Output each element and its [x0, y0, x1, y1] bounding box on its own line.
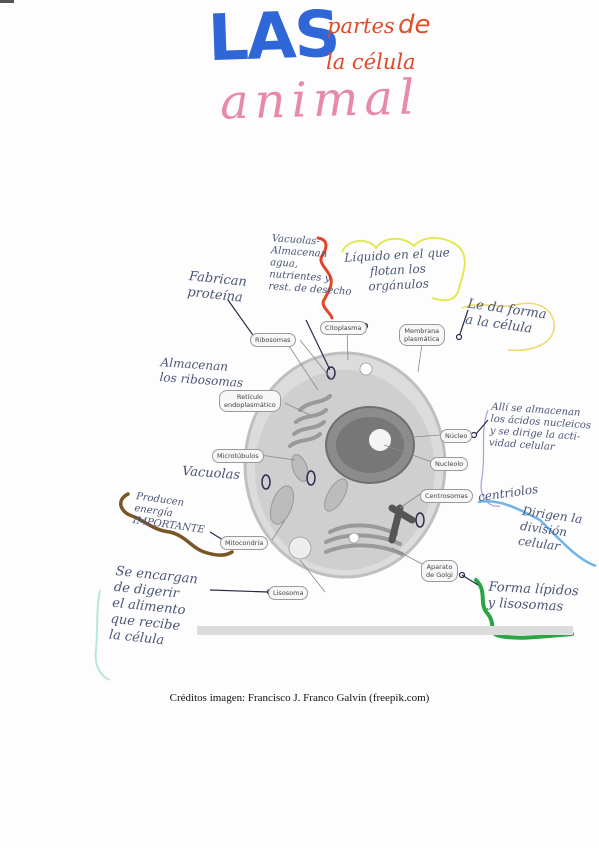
- image-credits: Créditos imagen: Francisco J. Franco Gal…: [169, 692, 430, 704]
- mitochondrion-3: [291, 454, 309, 482]
- mitochondrion-1: [269, 485, 295, 525]
- vacuole-oval-right: [415, 512, 425, 528]
- note-liquido: Líquido en el que flotan los orgánulos: [343, 245, 451, 294]
- vacuola-red-scribble: [316, 236, 334, 320]
- title-de: de: [398, 10, 431, 40]
- label-reticulo: Retículo endoplasmático: [219, 390, 281, 412]
- leader-lines: [259, 328, 441, 593]
- note-nucleo: Allí se almacenan los ácidos nucleicos y…: [488, 401, 592, 454]
- label-ribosomas: Ribosomas: [250, 333, 296, 347]
- note-se-encargan: Se encargan de digerir el alimento que r…: [108, 563, 199, 649]
- label-membrana: Membrana plasmática: [399, 324, 445, 346]
- vacuole-oval-left: [261, 474, 271, 490]
- lisosoma-aqua-scribble: [94, 589, 111, 681]
- nucleus-inner: [336, 417, 404, 473]
- label-microtubulos: Microtúbulos: [212, 449, 264, 463]
- er-folds: [288, 394, 332, 448]
- vesicle-2: [348, 532, 360, 544]
- liquido-yellow-scribble: [341, 237, 466, 302]
- note-forma-lipidos: Forma lípidos y lisosomas: [487, 579, 579, 615]
- membrana-yellow-scribble: [461, 302, 555, 352]
- corner-mark: [0, 0, 14, 3]
- nucleolus: [369, 429, 391, 451]
- vacuole-oval-mid: [306, 470, 316, 486]
- label-lisosoma: Lisosoma: [268, 586, 309, 600]
- label-citoplasma: Citoplasma: [320, 321, 367, 335]
- diagram-footer-strip: [197, 626, 573, 635]
- label-nucleolo: Nucleolo: [430, 457, 469, 471]
- note-fabrican: Fabrican proteína: [186, 269, 248, 306]
- title-partes: partes: [327, 14, 395, 38]
- mitocondria-brown-scribble: [119, 492, 234, 557]
- centriolo-blue-scribble: [477, 499, 597, 568]
- vesicle-1: [359, 362, 373, 376]
- label-centrosomas: Centrosomas: [420, 489, 473, 503]
- centriole: [388, 504, 416, 544]
- lysosome: [288, 536, 312, 560]
- title-la-celula: la célula: [326, 50, 416, 74]
- label-mitocondria: Mitocondria: [220, 536, 269, 550]
- note-almacenan-ribosomas: Almacenan los ribosomas: [159, 355, 244, 390]
- label-nucleo: Núcleo: [440, 429, 473, 443]
- note-dirigen: Dirigen la división celular: [517, 504, 584, 554]
- mitochondrion-2: [324, 478, 348, 512]
- label-golgi: Aparato de Golgi: [421, 560, 458, 582]
- nucleo-purple-scribble: [480, 409, 501, 507]
- note-vacuolas-top: Vacuolas- Almacenan agua, nutrientes y r…: [268, 233, 352, 298]
